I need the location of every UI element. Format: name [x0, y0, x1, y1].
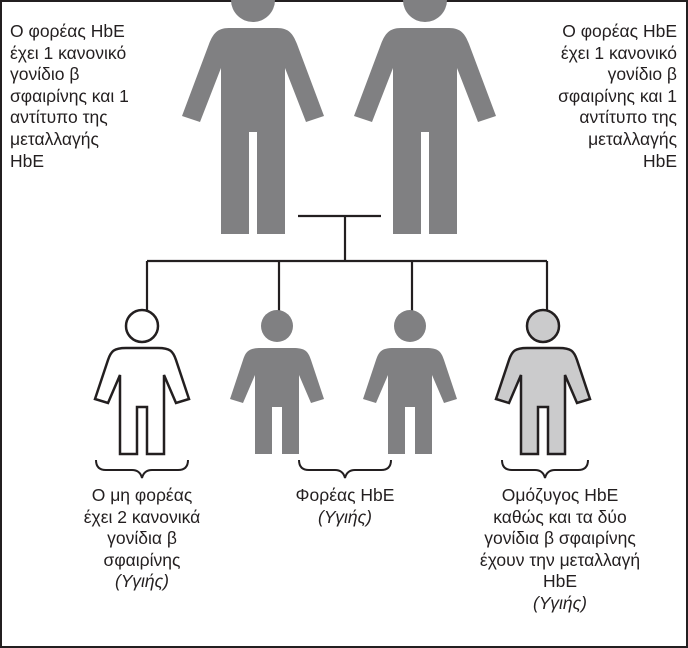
- text-line: HbE: [642, 150, 677, 171]
- text-line: Ο μη φορέας: [91, 485, 193, 505]
- pedigree-lines: [145, 214, 549, 316]
- parent-right-description: Ο φορέας HbE έχει 1 κανονικό γονίδιο β σ…: [558, 21, 677, 172]
- text-line: έχουν την μεταλλαγή: [479, 549, 641, 570]
- text-line: Ομόζυγος HbE: [501, 485, 619, 505]
- status-text: (Υγιής): [533, 592, 587, 613]
- text-line: Φορέας HbE: [295, 485, 395, 505]
- text-line: γονίδια β σφαιρίνης: [484, 528, 636, 549]
- brace-non-carrier: [95, 459, 189, 479]
- brace-homozygous: [501, 459, 589, 479]
- status-text: (Υγιής): [318, 506, 372, 527]
- status-text: (Υγιής): [115, 571, 169, 592]
- text-line: αντίτυπο της: [579, 107, 677, 128]
- text-line: έχει 1 κανονικό: [10, 42, 127, 63]
- brace-carrier: [298, 459, 392, 479]
- text-line: γονίδιο β: [10, 64, 80, 85]
- text-line: HbE: [542, 571, 578, 592]
- text-line: σφαιρίνης και 1: [10, 85, 129, 106]
- text-line: μεταλλαγής: [588, 128, 677, 149]
- label-homozygous: Ομόζυγος HbE καθώς και τα δύο γονίδια β …: [480, 485, 640, 615]
- text-line: γονίδια β: [107, 528, 177, 549]
- text-line: έχει 1 κανονικό: [560, 42, 677, 63]
- parent-left-description: Ο φορέας HbE έχει 1 κανονικό γονίδιο β σ…: [10, 21, 129, 172]
- brace-group: [95, 459, 589, 479]
- text-line: αντίτυπο της: [10, 107, 108, 128]
- text-line: Ο φορέας HbE: [10, 21, 125, 41]
- text-line: μεταλλαγής: [10, 128, 99, 149]
- label-carrier: Φορέας HbE (Υγιής): [296, 485, 395, 528]
- text-line: καθώς και τα δύο: [493, 506, 627, 527]
- text-line: έχει 2 κανονικά: [83, 506, 201, 527]
- text-line: σφαιρίνης: [103, 549, 181, 570]
- text-line: γονίδιο β: [607, 64, 677, 85]
- text-line: σφαιρίνης και 1: [558, 85, 677, 106]
- text-line: HbE: [10, 150, 45, 171]
- text-line: Ο φορέας HbE: [562, 21, 677, 41]
- label-non-carrier: Ο μη φορέας έχει 2 κανονικά γονίδια β σφ…: [84, 485, 201, 593]
